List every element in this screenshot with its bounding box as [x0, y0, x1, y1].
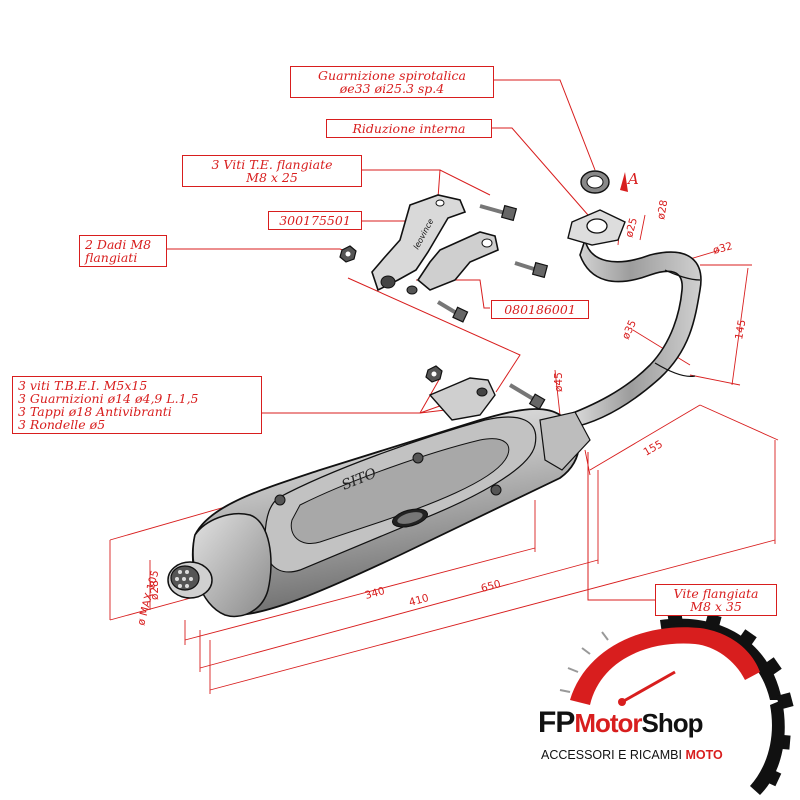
label-nuts-line2: flangiati	[85, 250, 138, 265]
label-nuts: 2 Dadi M8 flangiati	[79, 235, 167, 267]
label-gasket-line1: Guarnizione spirotalica	[318, 68, 466, 83]
dim-45: ø45	[553, 372, 565, 392]
dim-155: 155	[642, 438, 665, 458]
label-gasket: Guarnizione spirotalica øe33 øi25.3 sp.4	[290, 66, 494, 98]
brand-logo: FPMotorShop	[538, 706, 704, 740]
label-flange-screw-line2: M8 x 35	[690, 599, 742, 614]
dim-28-top: ø28	[655, 199, 670, 221]
mounting-bracket: leovince	[371, 194, 499, 295]
label-nuts-line1: 2 Dadi M8	[85, 237, 152, 252]
label-kit-line1: 3 viti T.B.E.I. M5x15	[18, 378, 148, 393]
label-code-bracket-text: 300175501	[279, 213, 351, 228]
label-reduction-text: Riduzione interna	[352, 121, 466, 136]
label-kit: 3 viti T.B.E.I. M5x15 3 Guarnizioni ø14 …	[12, 376, 262, 434]
dim-25: ø25	[623, 217, 640, 239]
label-screws-te-line1: 3 Viti T.E. flangiate	[211, 157, 333, 172]
dimension-lines	[109, 214, 779, 694]
dim-32: ø32	[712, 240, 734, 257]
dim-35: ø35	[620, 318, 639, 341]
muffler-body: SITO	[167, 377, 591, 618]
dim-650: 650	[480, 578, 502, 595]
dim-145: 145	[733, 319, 748, 341]
label-kit-line3: 3 Tappi ø18 Antivibranti	[18, 404, 172, 419]
fpmotorshop-logo-graphic	[559, 609, 794, 795]
label-code-bracket: 300175501	[268, 211, 362, 230]
view-a-marker: A	[628, 170, 639, 188]
brand-tagline: ACCESSORI E RICAMBI MOTO	[541, 748, 723, 762]
dim-410: 410	[408, 592, 430, 609]
brand-motor: Motor	[574, 708, 642, 738]
label-reduction: Riduzione interna	[326, 119, 492, 138]
label-screws-te-line2: M8 x 25	[246, 170, 298, 185]
brand-fp: FP	[538, 706, 575, 739]
tagline-moto: MOTO	[685, 748, 723, 762]
label-kit-line4: 3 Rondelle ø5	[18, 417, 106, 432]
label-screws-te: 3 Viti T.E. flangiate M8 x 25	[182, 155, 362, 187]
dim-28-outlet: ø28	[149, 580, 161, 600]
label-kit-line2: 3 Guarnizioni ø14 ø4,9 L.1,5	[18, 391, 199, 406]
tagline-prefix: ACCESSORI E RICAMBI	[541, 748, 686, 762]
label-flange-screw-line1: Vite flangiata	[673, 586, 759, 601]
label-gasket-line2: øe33 øi25.3 sp.4	[339, 81, 445, 96]
bolts	[339, 204, 549, 411]
label-code-clamp-text: 080186001	[504, 302, 576, 317]
header-pipe	[558, 170, 702, 429]
brand-shop: Shop	[641, 708, 704, 738]
dim-340: 340	[364, 585, 386, 602]
label-code-clamp: 080186001	[491, 300, 589, 319]
label-flange-screw: Vite flangiata M8 x 35	[655, 584, 777, 616]
